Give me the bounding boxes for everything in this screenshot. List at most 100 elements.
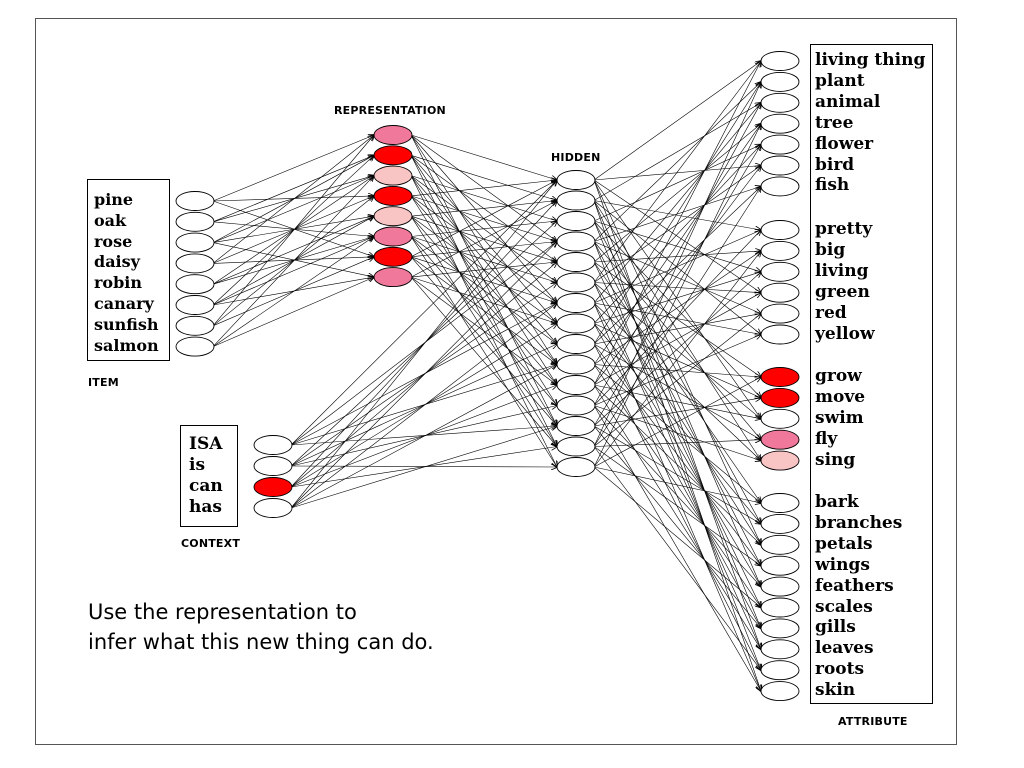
context-label: is	[189, 455, 206, 475]
context-label: has	[189, 497, 222, 517]
attribute-unit	[760, 513, 800, 534]
connection-arrow	[593, 314, 761, 345]
connection-arrow	[212, 277, 374, 347]
connection-arrow	[593, 302, 761, 691]
attribute-unit	[760, 597, 800, 618]
attribute-label: big	[815, 239, 846, 260]
connection-arrow	[593, 166, 761, 283]
hidden-unit	[556, 416, 596, 436]
attribute-label: pretty	[815, 219, 873, 239]
attribute-unit	[760, 493, 800, 513]
item-label: oak	[94, 210, 127, 230]
attribute-label: plant	[815, 70, 865, 91]
item-unit	[175, 336, 215, 357]
attribute-unit	[760, 240, 800, 261]
note-line-2: infer what this new thing can do.	[88, 630, 434, 654]
connection-arrow	[593, 440, 761, 447]
attribute-label: grow	[815, 366, 862, 386]
connection-arrow	[593, 251, 761, 263]
connection-arrow	[290, 365, 557, 509]
attribute-box	[810, 44, 933, 704]
item-unit	[175, 315, 215, 336]
attribute-label: roots	[815, 659, 865, 680]
connection-arrow	[212, 176, 374, 347]
attribute-unit	[760, 387, 800, 408]
attribute-unit	[760, 220, 800, 240]
attribute-unit	[760, 534, 800, 555]
hidden-unit	[556, 293, 596, 313]
context-unit	[253, 498, 293, 518]
attribute-label: living	[815, 260, 869, 281]
item-unit	[175, 274, 215, 295]
connection-arrow	[593, 364, 761, 378]
connection-arrow	[593, 241, 761, 671]
connection-arrow	[290, 180, 557, 446]
connection-arrow	[290, 242, 557, 509]
hidden-unit	[556, 190, 596, 211]
attribute-label: gills	[815, 617, 856, 638]
hidden-unit	[556, 436, 596, 457]
representation-unit	[373, 226, 413, 247]
connection-arrow	[593, 145, 761, 324]
attribute-label: move	[815, 386, 866, 407]
connection-arrow	[593, 405, 761, 461]
attribute-unit	[760, 134, 800, 155]
attribute-label: flower	[815, 133, 874, 154]
connection-arrow	[593, 466, 761, 503]
item-label: robin	[94, 273, 142, 293]
representation-layer	[373, 125, 413, 288]
hidden-unit	[556, 457, 596, 477]
connection-arrow	[593, 61, 761, 283]
attribute-unit	[760, 450, 800, 471]
connection-arrow	[212, 237, 374, 306]
connection-arrow	[593, 293, 761, 386]
connection-arrow	[593, 343, 761, 670]
attribute-unit	[760, 71, 800, 92]
attribute-label: bark	[815, 492, 859, 512]
connection-arrow	[593, 200, 761, 461]
attribute-label: fish	[815, 175, 850, 196]
attribute-label: branches	[815, 512, 903, 533]
item-unit	[175, 295, 215, 315]
connection-arrow	[593, 103, 761, 304]
connection-arrow	[593, 186, 761, 242]
hidden-unit	[556, 354, 596, 375]
item-label: canary	[94, 293, 154, 313]
connection-arrow	[410, 236, 557, 283]
attribute-label: leaves	[815, 638, 874, 659]
representation-unit	[373, 206, 413, 227]
attribute-unit	[760, 429, 800, 450]
connection-arrow	[593, 230, 761, 406]
connection-arrow	[290, 180, 557, 509]
hidden-unit	[556, 231, 596, 252]
attribute-unit	[760, 261, 800, 282]
connection-arrow	[410, 201, 557, 217]
attribute-label: tree	[815, 112, 854, 133]
connection-arrow	[593, 272, 761, 324]
attribute-label: skin	[815, 680, 856, 701]
hidden-unit	[556, 313, 596, 334]
connection-arrow	[593, 261, 761, 608]
connection-arrow	[593, 302, 761, 461]
connection-arrow	[593, 61, 761, 181]
context-unit	[253, 435, 293, 455]
connection-arrow	[593, 282, 761, 650]
connection-arrow	[593, 179, 761, 545]
connection-arrow	[593, 282, 761, 545]
connection-arrow	[593, 364, 761, 504]
item-layer	[175, 191, 215, 357]
hidden-unit	[556, 395, 596, 416]
connection-arrow	[593, 398, 761, 427]
context-layer	[253, 435, 293, 518]
connection-arrow	[593, 314, 761, 447]
connection-arrow	[593, 220, 761, 398]
connection-arrow	[593, 200, 761, 587]
connection-arrow	[593, 166, 761, 386]
hidden-unit	[556, 211, 596, 231]
connection-arrow	[410, 276, 557, 385]
connection-arrow	[593, 272, 761, 427]
attribute-layer	[760, 51, 800, 702]
item-unit	[175, 253, 215, 274]
